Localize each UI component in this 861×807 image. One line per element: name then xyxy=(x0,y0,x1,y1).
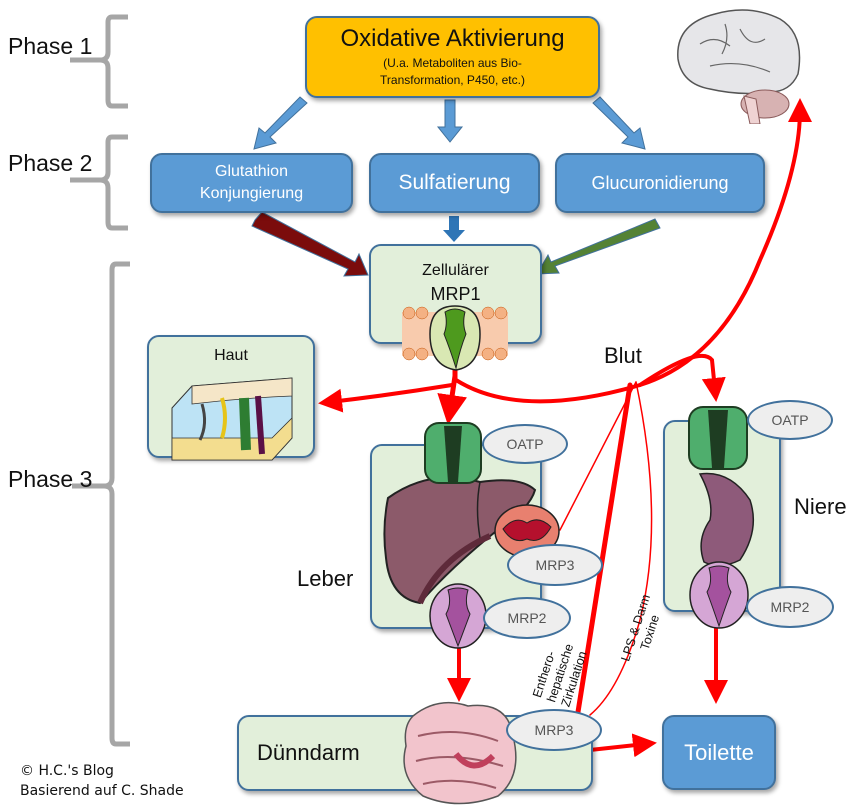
kidney-label: Niere xyxy=(794,494,847,519)
credits: © H.C.'s Blog Basierend auf C. Shade xyxy=(20,761,184,801)
sulfatierung-label: Sulfatierung xyxy=(398,171,511,194)
phase1-bracket xyxy=(70,14,128,109)
mrp1-membrane-icon xyxy=(402,305,508,371)
kidney-oatp-oval: OATP xyxy=(747,400,833,440)
glutathion-arrow xyxy=(251,211,369,277)
glucuronidierung-arrow xyxy=(536,218,661,275)
liver-oatp-transporter-icon xyxy=(424,422,482,484)
phase-3-label: Phase 3 xyxy=(8,466,93,492)
lps-line xyxy=(589,381,653,716)
phase3-bracket xyxy=(72,261,130,747)
glutathion-line-2: Konjungierung xyxy=(199,185,304,202)
phase-1-label: Phase 1 xyxy=(8,33,93,59)
glutathion-conjugation-box: Glutathion Konjungierung xyxy=(150,153,353,213)
oxidative-activation-subtitle-1: (U.a. Metaboliten aus Bio- xyxy=(383,56,522,70)
blood-main-curve xyxy=(454,98,812,404)
liver-oatp-oval: OATP xyxy=(482,424,568,464)
small-intestine-label: Dünndarm xyxy=(257,740,360,765)
mrp1-line-1: Zellulärer xyxy=(422,262,489,279)
brain-icon xyxy=(677,9,801,124)
credits-line-2: Basierend auf C. Shade xyxy=(20,783,184,799)
skin-cross-section-icon xyxy=(171,377,293,461)
liver-mrp2-transporter-icon xyxy=(429,583,487,649)
oxidative-activation-subtitle-2: Transformation, P450, etc.) xyxy=(380,73,525,87)
liver-mrp2-oval: MRP2 xyxy=(483,597,571,639)
sulfatierung-box: Sulfatierung xyxy=(369,153,540,213)
phase-2-label: Phase 2 xyxy=(8,150,93,176)
to-kidney-arrow xyxy=(638,353,726,402)
blood-label: Blut xyxy=(604,343,642,368)
mrp1-line-2: MRP1 xyxy=(430,284,481,304)
toilet-label: Toilette xyxy=(684,739,754,765)
kidney-oatp-transporter-icon xyxy=(688,406,748,470)
phase1-to-phase2-arrows xyxy=(253,96,646,150)
gut-to-toilet-arrow xyxy=(588,733,657,758)
oxidative-activation-title: Oxidative Aktivierung xyxy=(340,25,565,52)
sulfatierung-arrow xyxy=(443,216,465,242)
gut-mrp3-oval: MRP3 xyxy=(506,709,602,751)
glucuronidierung-label: Glucuronidierung xyxy=(591,172,729,193)
kidney-mrp2-oval: MRP2 xyxy=(746,586,834,628)
glutathion-line-1: Glutathion xyxy=(215,163,288,180)
to-skin-arrow xyxy=(318,383,454,413)
kidney-icon xyxy=(698,472,755,567)
kidney-mrp2-transporter-icon xyxy=(689,561,749,629)
enterohepatic-line xyxy=(575,382,633,715)
liver-mrp3-to-blood xyxy=(559,381,637,531)
liver-mrp3-oval: MRP3 xyxy=(507,544,603,586)
toilet-box: Toilette xyxy=(662,715,776,790)
glucuronidierung-box: Glucuronidierung xyxy=(555,153,765,213)
credits-line-1: © H.C.'s Blog xyxy=(20,763,114,779)
small-intestine-icon xyxy=(403,701,517,805)
to-liver-arrow xyxy=(437,373,468,425)
phase2-bracket xyxy=(70,134,128,231)
liver-label: Leber xyxy=(297,566,354,591)
skin-label: Haut xyxy=(214,347,248,364)
oxidative-activation-box: Oxidative Aktivierung (U.a. Metaboliten … xyxy=(305,16,600,98)
